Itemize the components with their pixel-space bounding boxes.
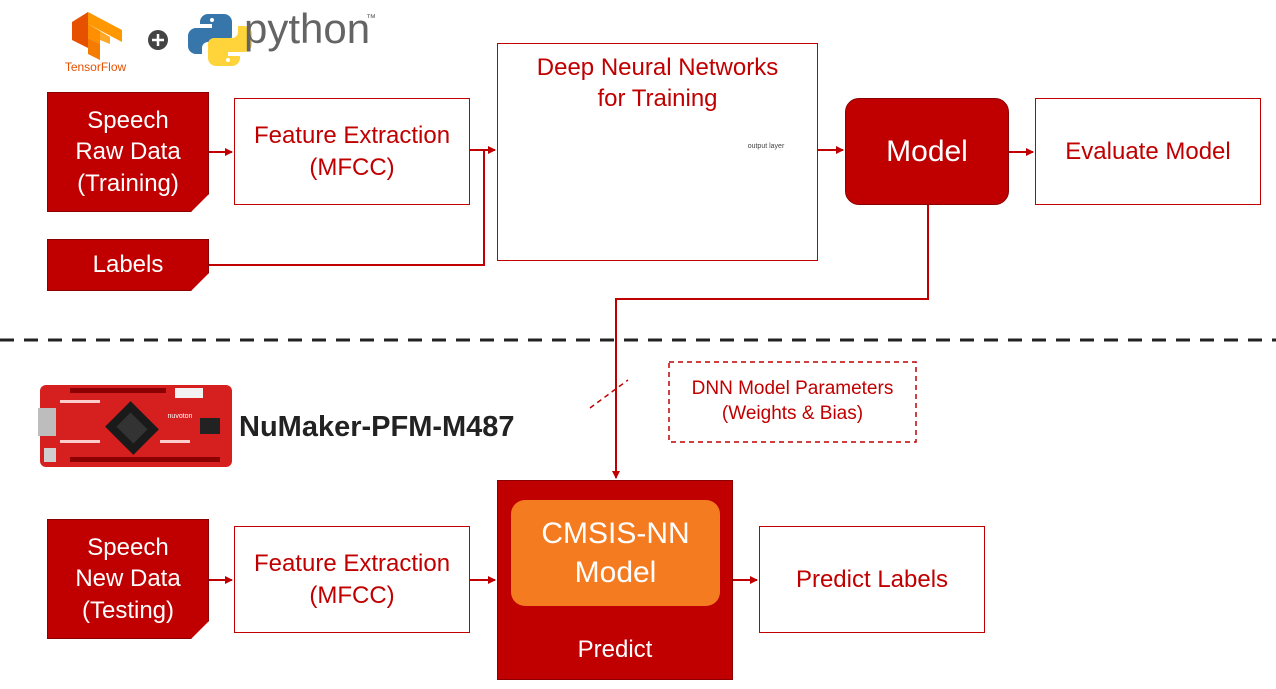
feature-extraction-test-node: Feature Extraction (MFCC) xyxy=(234,526,470,633)
output-layer-label: output layer xyxy=(747,143,785,150)
speech-raw-data-node: Speech Raw Data (Training) xyxy=(47,92,209,212)
speech-new-data-node: Speech New Data (Testing) xyxy=(47,519,209,639)
connectors xyxy=(209,146,1034,584)
arrow-model-to-cmsis xyxy=(612,205,929,479)
tensorflow-logo-icon xyxy=(72,12,122,60)
labels-node: Labels xyxy=(47,239,209,291)
dnn-params-note: DNN Model Parameters (Weights & Bias) xyxy=(691,378,894,424)
predict-labels-node: Predict Labels xyxy=(759,526,985,633)
model-node: Model xyxy=(845,98,1009,205)
cmsis-nn-model-node: CMSIS-NN Model xyxy=(511,500,720,606)
python-trademark: ™ xyxy=(366,13,376,24)
board-chip-text: nuvoton xyxy=(167,413,193,420)
evaluate-model-node: Evaluate Model xyxy=(1035,98,1261,205)
line-labels-to-dnn xyxy=(209,150,485,266)
dnn-title: Deep Neural Networks for Training xyxy=(536,54,779,113)
board-image-icon xyxy=(38,385,232,467)
params-note-border xyxy=(668,361,917,443)
feature-extraction-train-node: Feature Extraction (MFCC) xyxy=(234,98,470,205)
dnn-training-node: Deep Neural Networks for Training xyxy=(497,43,818,261)
board-name: NuMaker-PFM-M487 xyxy=(239,411,515,443)
tensorflow-label: TensorFlow xyxy=(64,60,127,74)
python-wordmark: python xyxy=(244,5,371,52)
predict-label: Predict xyxy=(577,635,653,663)
note-pointer xyxy=(589,379,629,409)
python-logo-icon xyxy=(188,14,252,66)
